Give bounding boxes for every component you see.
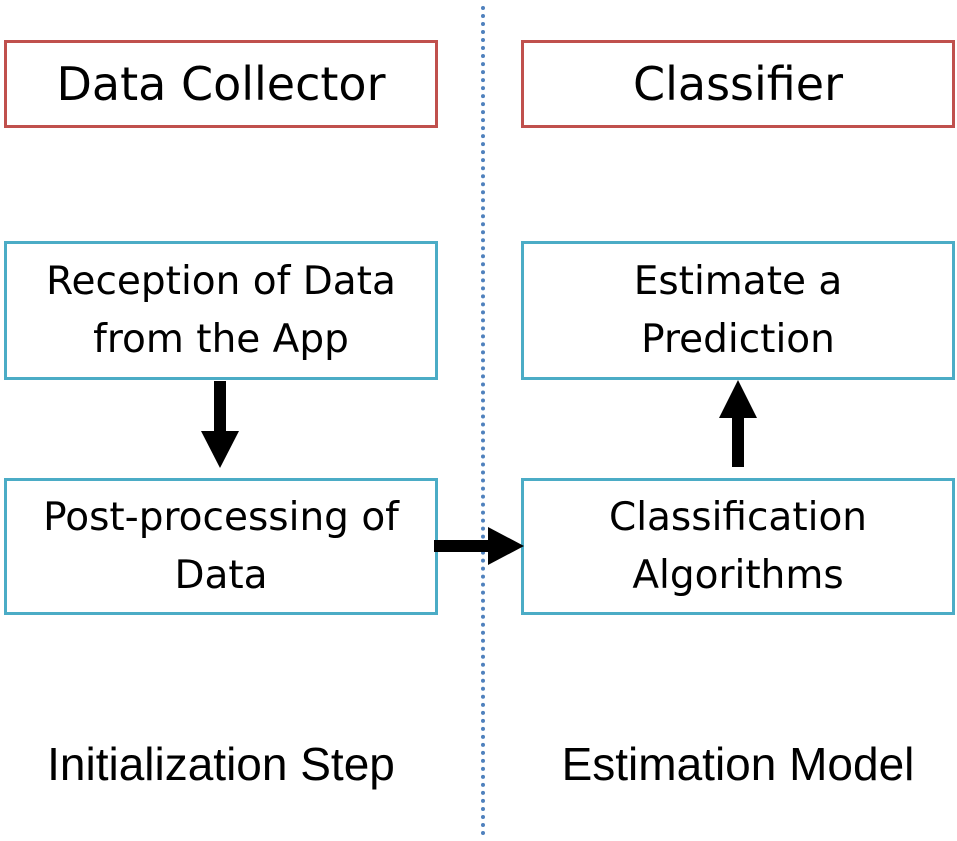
arrow-up-icon <box>719 380 757 467</box>
estimation-model-caption: Estimation Model <box>561 738 915 790</box>
column-divider <box>481 6 485 836</box>
reception-of-data-box: Reception of Data from the App <box>4 241 438 380</box>
estimate-prediction-box: Estimate a Prediction <box>521 241 955 380</box>
classification-algorithms-line1: Classification <box>608 495 868 541</box>
initialization-step-caption: Initialization Step <box>47 738 395 790</box>
post-processing-box: Post-processing of Data <box>4 478 438 615</box>
arrow-right-icon <box>434 527 524 565</box>
classifier-label: Classifier <box>633 57 843 111</box>
classification-algorithms-line2: Algorithms <box>632 552 844 598</box>
classifier-box: Classifier <box>521 40 955 128</box>
data-collector-label: Data Collector <box>56 57 386 111</box>
reception-of-data-line1: Reception of Data <box>46 259 396 305</box>
post-processing-line2: Data <box>174 552 268 598</box>
estimate-prediction-line2: Prediction <box>641 316 835 362</box>
reception-of-data-line2: from the App <box>93 316 349 362</box>
classification-algorithms-box: Classification Algorithms <box>521 478 955 615</box>
data-collector-box: Data Collector <box>4 40 438 128</box>
post-processing-line1: Post-processing of <box>43 495 399 541</box>
arrow-down-icon <box>201 381 239 468</box>
estimate-prediction-line1: Estimate a <box>633 259 843 305</box>
